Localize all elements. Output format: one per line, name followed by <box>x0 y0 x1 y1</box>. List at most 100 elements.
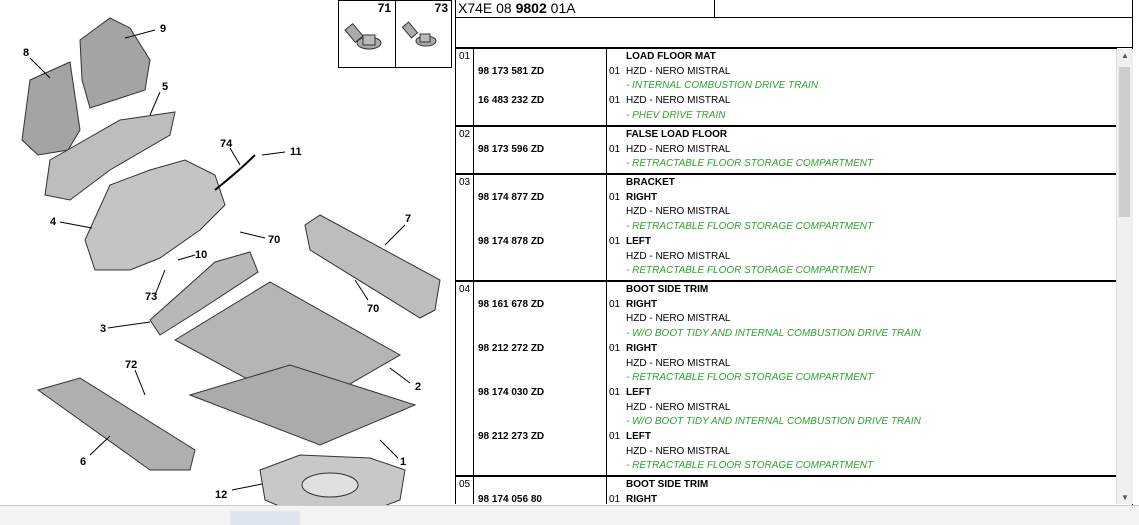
column-divider <box>606 49 607 125</box>
application-note: - RETRACTABLE FLOOR STORAGE COMPARTMENT <box>626 372 874 384</box>
part-number[interactable]: 98 173 596 ZD <box>478 143 545 155</box>
part-designation: LEFT <box>626 431 651 442</box>
part-number[interactable]: 98 173 581 ZD <box>478 65 545 77</box>
part-designation: LEFT <box>626 235 651 247</box>
part-description: HZD - NERO MISTRAL <box>626 143 731 155</box>
part-number[interactable]: 98 212 273 ZD <box>478 431 545 442</box>
part-description: HZD - NERO MISTRAL <box>626 357 731 369</box>
part-4-shape <box>84 159 226 271</box>
callout-8: 8 <box>23 47 29 59</box>
quantity: 01 <box>609 298 621 310</box>
application-note: - INTERNAL COMBUSTION DRIVE TRAIN <box>626 80 819 92</box>
part-number[interactable]: 98 174 877 ZD <box>478 191 545 203</box>
part-designation: LEFT <box>626 386 651 398</box>
part-description: HZD - NERO MISTRAL <box>626 445 731 457</box>
quantity: 01 <box>609 143 621 155</box>
callout-2: 2 <box>415 381 421 393</box>
catalog-header: X74E 08 9802 01A <box>455 0 1132 18</box>
callout-4: 4 <box>50 216 57 228</box>
application-note: - PHEV DRIVE TRAIN <box>626 109 726 121</box>
page-reference: X74E 08 9802 01A <box>458 0 576 16</box>
scroll-up-icon[interactable]: ▲ <box>1121 51 1129 60</box>
part-1-shape <box>188 364 417 446</box>
quantity: 01 <box>609 235 621 247</box>
application-note: - RETRACTABLE FLOOR STORAGE COMPARTMENT <box>626 460 874 472</box>
ref-suffix: 01A <box>550 0 576 16</box>
application-note: - RETRACTABLE FLOOR STORAGE COMPARTMENT <box>626 265 874 277</box>
column-divider <box>606 477 607 504</box>
part-number[interactable]: 98 212 272 ZD <box>478 342 545 354</box>
screw-icon <box>401 21 437 47</box>
column-divider <box>473 175 474 280</box>
part-number[interactable]: 16 483 232 ZD <box>478 95 545 107</box>
column-divider <box>473 282 474 475</box>
scrollbar-thumb[interactable] <box>1119 67 1130 217</box>
part-6-shape <box>36 377 196 471</box>
thumbnail-number: 73 <box>434 1 448 15</box>
parts-diagram: 9 8 5 74 11 4 70 7 10 73 70 3 72 2 6 1 1… <box>0 0 455 518</box>
application-note: - RETRACTABLE FLOOR STORAGE COMPARTMENT <box>626 158 874 170</box>
application-note: - W/O BOOT TIDY AND INTERNAL COMBUSTION … <box>626 416 921 428</box>
part-9-shape <box>79 17 151 109</box>
callout-1: 1 <box>400 456 406 468</box>
thumbnail-73[interactable]: 73 <box>396 1 452 67</box>
callout-6: 6 <box>80 456 86 468</box>
callout-12: 12 <box>215 489 227 501</box>
ref-number: 9802 <box>515 0 547 16</box>
part-number[interactable]: 98 174 030 ZD <box>478 386 545 398</box>
column-divider <box>606 175 607 280</box>
part-designation: RIGHT <box>626 298 658 310</box>
group-number: 03 <box>459 177 471 188</box>
thumbnail-number: 71 <box>377 1 391 15</box>
callout-73: 73 <box>145 291 157 303</box>
part-description: HZD - NERO MISTRAL <box>626 250 731 262</box>
parts-table: 01 98 173 581 ZD 01 LOAD FLOOR MAT HZD - NER… <box>455 48 1127 504</box>
catalog-subheader <box>455 18 1132 48</box>
part-number[interactable]: 98 174 878 ZD <box>478 235 545 247</box>
scroll-down-icon[interactable]: ▼ <box>1121 493 1129 502</box>
part-description: HZD - NERO MISTRAL <box>626 206 731 218</box>
part-number[interactable]: 98 161 678 ZD <box>478 298 545 310</box>
part-7-shape <box>304 214 441 319</box>
callout-72: 72 <box>125 359 137 371</box>
part-designation: FALSE LOAD FLOOR <box>626 129 728 140</box>
part-8-shape <box>21 61 81 156</box>
part-group[interactable]: 04 98 161 678 ZD 01 BOOT SIDE TRIM RIGHT HZD … <box>456 281 1117 476</box>
quantity: 01 <box>609 95 621 107</box>
part-designation: BOOT SIDE TRIM <box>626 479 709 490</box>
vertical-scrollbar[interactable]: ▲ ▼ <box>1116 49 1133 504</box>
part-3-shape <box>149 251 259 336</box>
ref-prefix: X74E 08 <box>458 0 512 16</box>
part-designation: RIGHT <box>626 342 658 354</box>
part-description: HZD - NERO MISTRAL <box>626 95 731 107</box>
group-number: 04 <box>459 284 471 295</box>
callout-10: 10 <box>195 249 207 261</box>
quantity: 01 <box>609 386 621 398</box>
part-designation: BRACKET <box>626 177 675 188</box>
fastener-thumbnails: 71 73 <box>338 0 452 68</box>
part-number[interactable]: 98 174 056 80 <box>478 493 542 504</box>
callout-9: 9 <box>160 23 166 35</box>
callout-70a: 70 <box>268 234 280 246</box>
callout-74: 74 <box>220 138 233 150</box>
scrollbar-thumb-horizontal[interactable] <box>230 511 300 525</box>
column-divider <box>473 477 474 504</box>
part-description: HZD - NERO MISTRAL <box>626 65 731 77</box>
callout-70b: 70 <box>367 303 379 315</box>
part-designation: BOOT SIDE TRIM <box>626 284 709 295</box>
exploded-view-drawing: 9 8 5 74 11 4 70 7 10 73 70 3 72 2 6 1 1… <box>21 17 441 516</box>
column-divider <box>473 49 474 125</box>
header-divider <box>714 0 715 18</box>
callout-11: 11 <box>290 146 302 158</box>
part-5-shape <box>44 111 176 201</box>
part-designation: LOAD FLOOR MAT <box>626 51 716 62</box>
thumbnail-71[interactable]: 71 <box>339 1 396 67</box>
application-note: - RETRACTABLE FLOOR STORAGE COMPARTMENT <box>626 221 874 233</box>
callout-5: 5 <box>162 81 168 93</box>
flange-bolt-icon <box>344 22 382 50</box>
horizontal-scrollbar[interactable] <box>0 505 1139 525</box>
